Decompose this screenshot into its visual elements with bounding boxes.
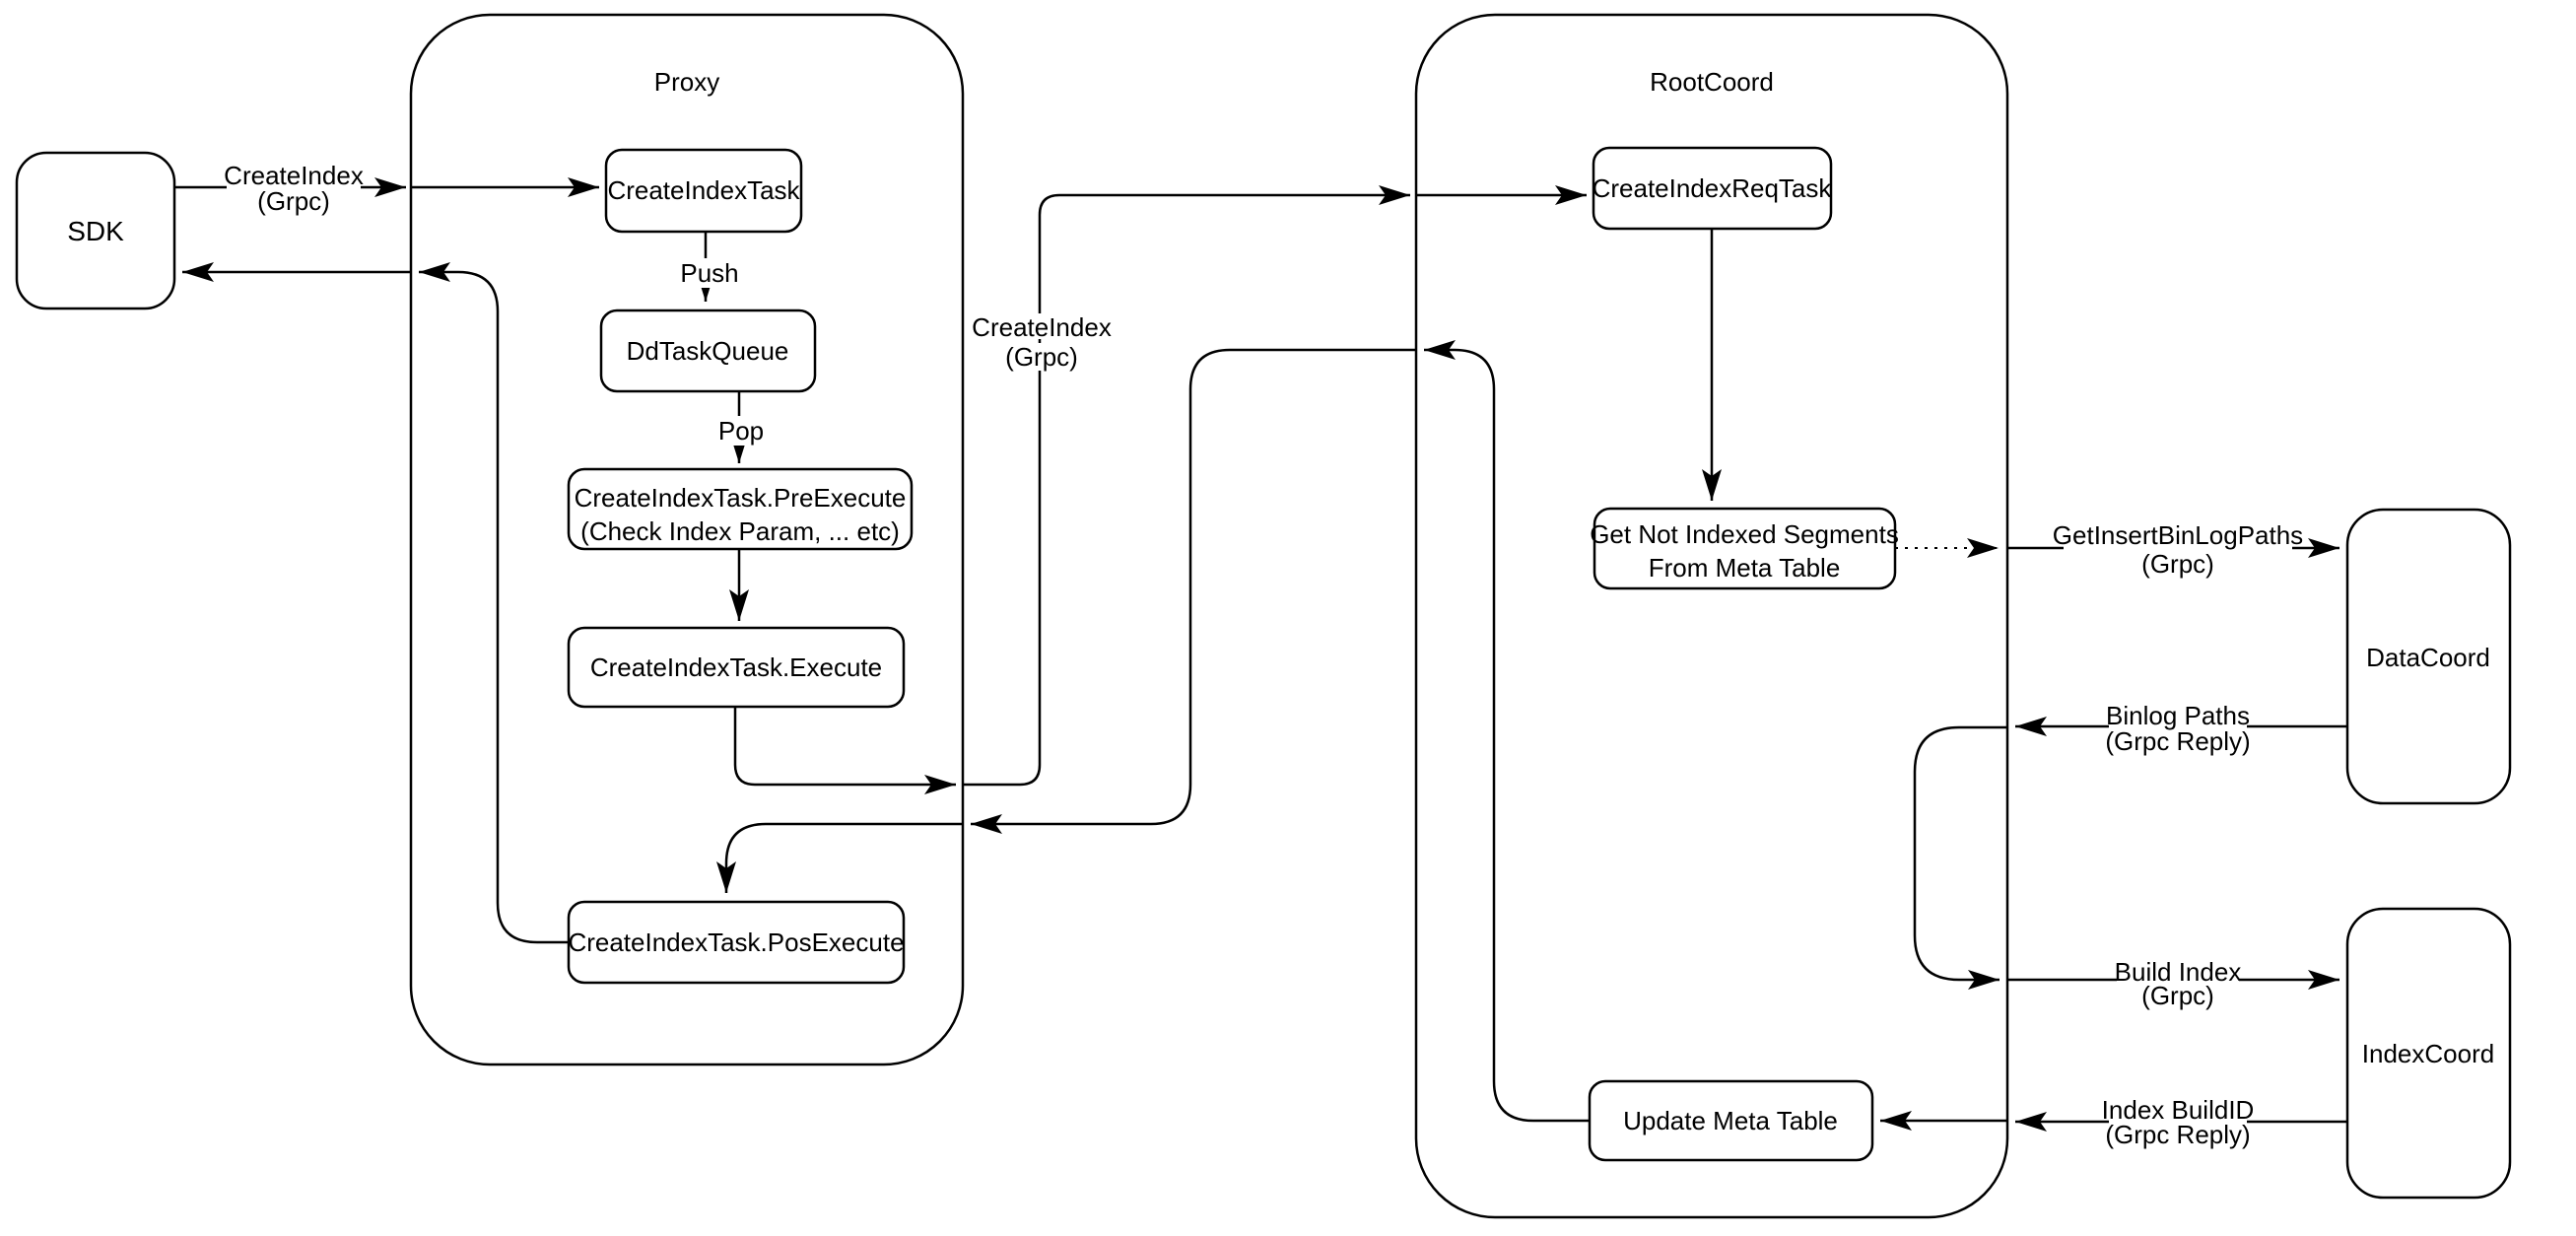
pos-execute-label: CreateIndexTask.PosExecute: [568, 927, 904, 957]
create-index-task-label: CreateIndexTask: [607, 175, 800, 205]
rootcoord-container: [1414, 13, 2009, 1219]
get-not-indexed-label-line1: Get Not Indexed Segments: [1590, 519, 1899, 549]
indexcoord-label: IndexCoord: [2362, 1039, 2494, 1068]
get-not-indexed-segments-box: [1593, 507, 1897, 590]
update-meta-table-box: [1588, 1079, 1874, 1162]
update-meta-table-label: Update Meta Table: [1623, 1106, 1838, 1135]
label-index-buildid-line1: Index BuildID: [2102, 1095, 2255, 1125]
update-meta-table-node: Update Meta Table: [1588, 1079, 1874, 1162]
label-createindex-sdk-line2: (Grpc): [257, 186, 330, 216]
label-bg: [715, 416, 767, 446]
edge-posexecute-to-proxy-edge: [419, 262, 569, 944]
pre-execute-label-line2: (Check Index Param, ... etc): [580, 516, 900, 546]
proxy-container: [409, 13, 965, 1066]
label-getinsertbinlogpaths-line1: GetInsertBinLogPaths: [2053, 520, 2303, 550]
label-pop-text: Pop: [718, 416, 764, 446]
get-not-indexed-segments-node: Get Not Indexed Segments From Meta Table: [1590, 507, 1899, 590]
pre-execute-box: [567, 467, 914, 551]
execute-label: CreateIndexTask.Execute: [590, 652, 882, 682]
label-push-text: Push: [680, 258, 738, 288]
create-index-req-task-box: [1592, 146, 1833, 231]
create-index-task-box: [604, 148, 803, 234]
execute-node: CreateIndexTask.Execute: [567, 626, 906, 709]
label-getinsertbinlogpaths-line2: (Grpc): [2141, 549, 2214, 579]
edge-updatemeta-to-rootcoord-edge: [1424, 340, 1590, 1123]
label-bg: [976, 313, 1108, 339]
pre-execute-label-line1: CreateIndexTask.PreExecute: [575, 483, 907, 513]
edge-proxy-edge-to-posexecute: [716, 822, 963, 893]
dd-task-queue-box: [599, 309, 817, 393]
label-push: Push: [680, 258, 739, 288]
label-pop: Pop: [715, 416, 767, 446]
label-build-index-line2: (Grpc): [2141, 981, 2214, 1010]
label-binlog-paths: Binlog Paths (Grpc Reply): [2105, 701, 2250, 756]
execute-box: [567, 626, 906, 709]
label-bg: [2109, 1096, 2247, 1147]
sdk-box: [15, 151, 176, 310]
label-build-index-line1: Build Index: [2115, 957, 2242, 987]
edge-rootcoord-internal-loop: [1913, 725, 2006, 990]
label-bg: [227, 163, 361, 216]
create-index-task-node: CreateIndexTask: [604, 148, 803, 234]
dd-task-queue-label: DdTaskQueue: [627, 336, 789, 366]
create-index-req-task-node: CreateIndexReqTask: [1592, 146, 1833, 231]
proxy-container-title: Proxy: [654, 67, 719, 97]
label-createindex-grpc-proxy: CreateIndex (Grpc): [972, 312, 1112, 372]
datacoord-label: DataCoord: [2366, 643, 2490, 672]
indexcoord-box: [2345, 907, 2512, 1200]
edge-execute-to-proxy-edge: [733, 707, 956, 794]
label-bg: [2064, 520, 2292, 578]
sdk-node: SDK: [15, 151, 176, 310]
rootcoord-container-title: RootCoord: [1650, 67, 1774, 97]
label-createindex-grpc-sdk: CreateIndex (Grpc): [224, 161, 364, 216]
edge-rootcoord-to-proxy-return: [971, 348, 1416, 834]
sdk-label: SDK: [67, 216, 124, 246]
label-createindex-proxy-line1: CreateIndex: [972, 312, 1112, 342]
pos-execute-node: CreateIndexTask.PosExecute: [567, 900, 906, 985]
create-index-req-task-label: CreateIndexReqTask: [1593, 173, 1833, 203]
pre-execute-node: CreateIndexTask.PreExecute (Check Index …: [567, 467, 914, 551]
label-binlog-paths-line1: Binlog Paths: [2106, 701, 2250, 730]
get-not-indexed-label-line2: From Meta Table: [1649, 553, 1841, 583]
label-index-buildid-line2: (Grpc Reply): [2105, 1120, 2250, 1149]
label-bg: [682, 258, 737, 288]
dd-task-queue-node: DdTaskQueue: [599, 309, 817, 393]
datacoord-box: [2345, 508, 2512, 805]
label-getinsertbinlogpaths: GetInsertBinLogPaths (Grpc): [2053, 520, 2303, 579]
label-binlog-paths-line2: (Grpc Reply): [2105, 726, 2250, 756]
label-createindex-proxy-line2: (Grpc): [1005, 342, 1078, 372]
label-bg: [2117, 960, 2239, 1007]
datacoord-node: DataCoord: [2345, 508, 2512, 805]
label-build-index: Build Index (Grpc): [2115, 957, 2242, 1010]
label-bg: [1003, 343, 1080, 371]
edge-proxy-to-rootcoord-createindex: [963, 185, 1410, 787]
indexcoord-node: IndexCoord: [2345, 907, 2512, 1200]
label-bg: [2109, 702, 2247, 753]
label-createindex-sdk-line1: CreateIndex: [224, 161, 364, 190]
pos-execute-box: [567, 900, 906, 985]
label-index-buildid: Index BuildID (Grpc Reply): [2102, 1095, 2255, 1149]
